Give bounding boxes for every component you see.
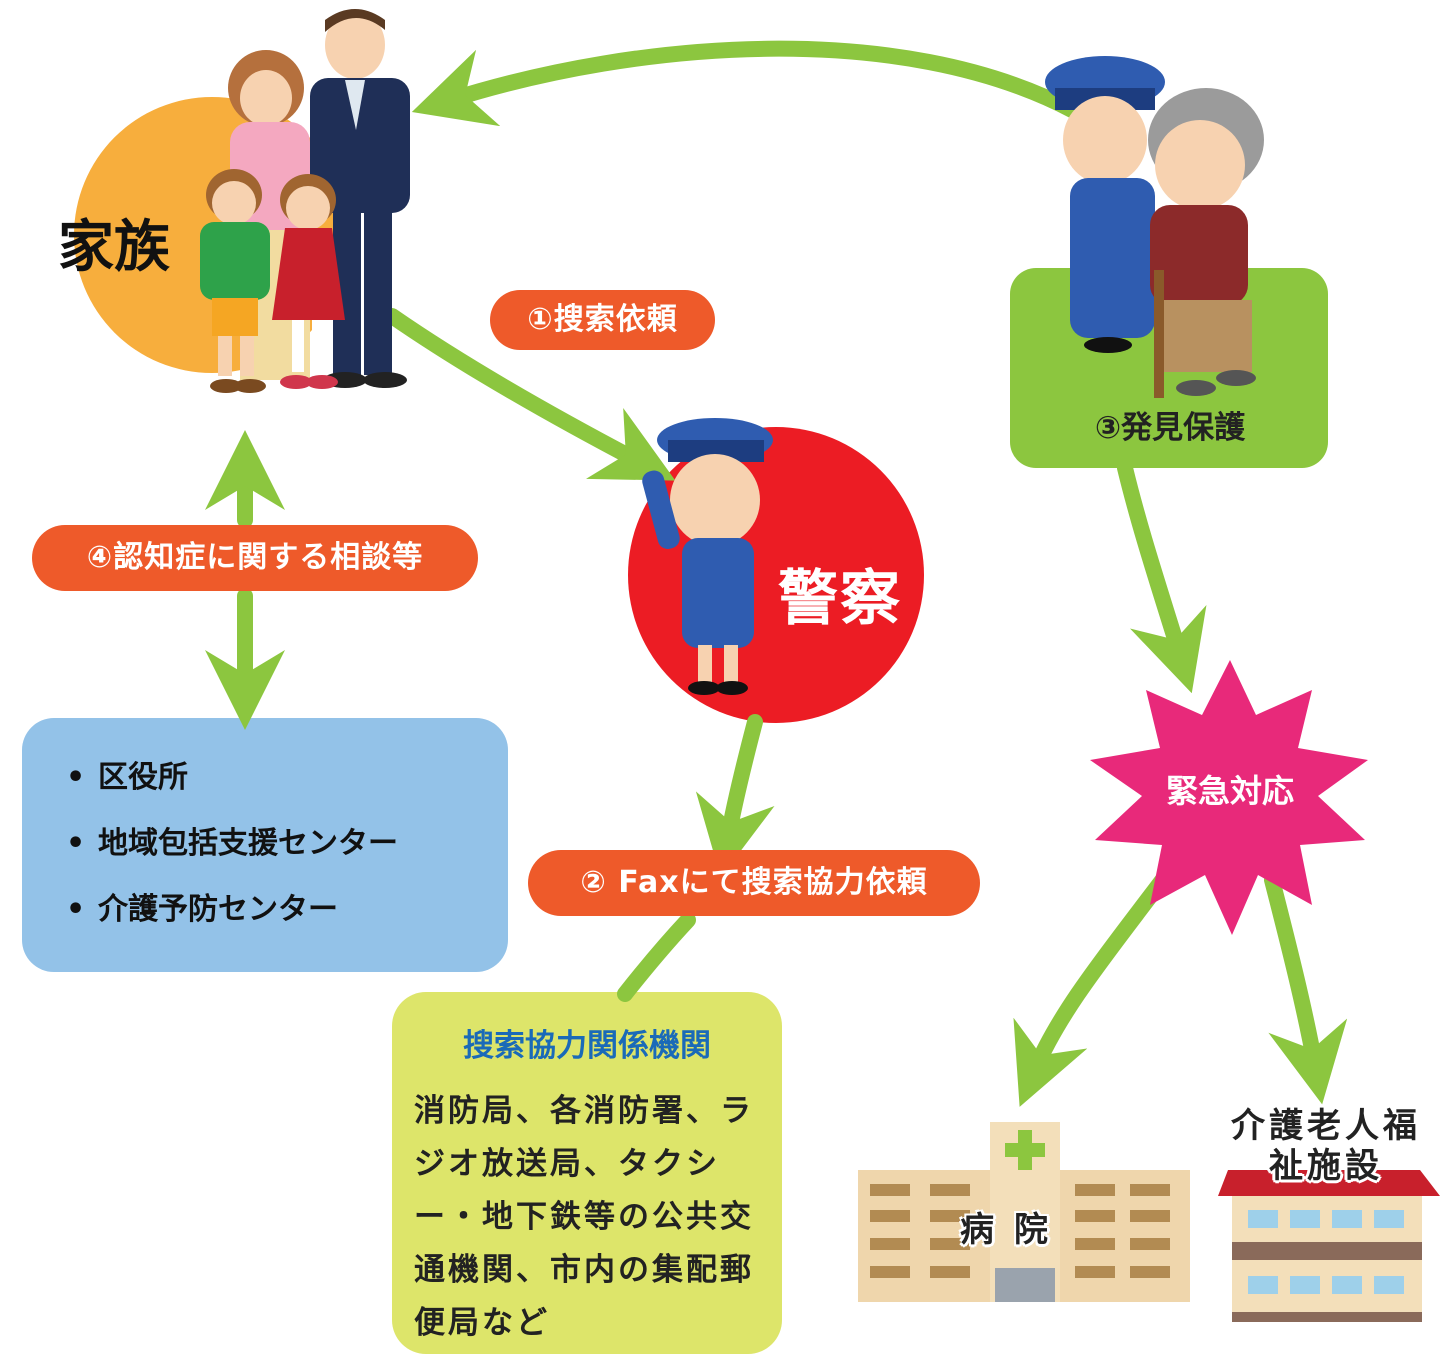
list-item: •区役所 [66,760,188,795]
step3-found-protected: ③発見保護 [1094,410,1246,446]
cooperating-agencies-box [392,992,782,1354]
family-label: 家族 [58,215,170,280]
cooperating-agencies-text: 消防局、各消防署、ラジオ放送局、タクシー・地下鉄等の公共交通機関、市内の集配郵便… [414,1093,754,1341]
arrow-emergency-to-hospital [1013,862,1178,1107]
consultation-list: •区役所 •地域包括支援センター •介護予防センター [66,748,398,946]
care-home-label: 介護老人福祉施設 [1231,1106,1421,1186]
step2-fax-cooperation-request: ② Faxにて搜索協力依頼 [528,850,980,916]
arrow-found-to-family [411,40,1080,127]
father-figure [310,9,410,388]
arrow-family-to-police [384,308,676,481]
consultation-box [22,718,508,972]
hospital-label: 病院 [960,1210,1068,1250]
arrow-police-to-agencies-tail [617,912,696,1002]
police-label: 警察 [778,564,902,634]
step4-consultation: ④認知症に関する相談等 [32,525,478,591]
boy-figure [200,169,270,393]
list-item: •介護予防センター [66,892,338,927]
list-item: •地域包括支援センター [66,826,398,861]
girl-figure [272,174,345,389]
step1-search-request: ①搜索依頼 [490,290,715,350]
arrow-police-to-agencies-head [695,714,775,878]
arrow-found-to-emergency [1117,460,1207,694]
cooperating-agencies-title: 搜索協力関係機関 [463,1028,711,1064]
arrow-emergency-to-carehome [1264,872,1348,1105]
emergency-label: 緊急対応 [1165,772,1294,810]
